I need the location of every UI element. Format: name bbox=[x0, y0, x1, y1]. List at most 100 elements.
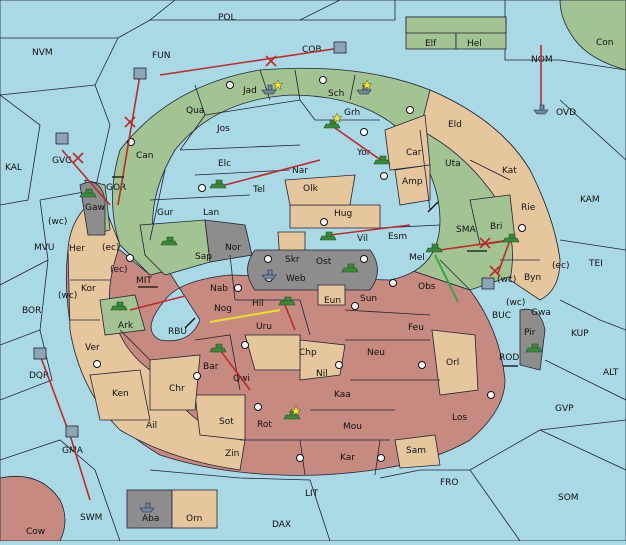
supply-center bbox=[126, 254, 134, 262]
supply-center bbox=[418, 361, 426, 369]
land-label: Gaw bbox=[85, 203, 105, 213]
land-label: Kar bbox=[340, 453, 355, 463]
land-label: Nar bbox=[292, 166, 308, 176]
fleet-icon bbox=[139, 502, 155, 513]
failed-markers bbox=[72, 55, 501, 277]
box-unit bbox=[55, 132, 69, 145]
land-label: Orl bbox=[446, 358, 459, 368]
province-cow[interactable] bbox=[0, 475, 66, 542]
sea-label: SWM bbox=[80, 513, 102, 523]
land-label: Kor bbox=[81, 284, 96, 294]
province-ken[interactable] bbox=[89, 369, 151, 421]
coast-label: (ec) bbox=[110, 265, 128, 275]
army-icon bbox=[425, 243, 443, 253]
supply-center bbox=[389, 279, 397, 287]
fleet-units[interactable] bbox=[139, 84, 549, 513]
box-units[interactable] bbox=[33, 41, 495, 438]
army-icon bbox=[209, 179, 227, 189]
province-chp[interactable] bbox=[244, 334, 301, 371]
move-arrow bbox=[39, 354, 69, 431]
province-amp[interactable] bbox=[394, 164, 431, 206]
sea-label: FUN bbox=[152, 51, 171, 61]
province-pir[interactable] bbox=[519, 308, 546, 371]
sea-label: DQR bbox=[29, 371, 49, 381]
land-label: Nog bbox=[214, 304, 232, 314]
land-label: Orn bbox=[186, 514, 202, 524]
supply-center bbox=[377, 454, 385, 462]
province-eun[interactable] bbox=[317, 284, 346, 306]
star-marker bbox=[361, 79, 373, 91]
province-sam[interactable] bbox=[394, 434, 441, 469]
army-icon bbox=[79, 188, 97, 198]
sea-label: ROD bbox=[499, 353, 519, 363]
sea-label: LIT bbox=[305, 489, 319, 499]
army-icon bbox=[278, 296, 296, 306]
land-label: Ail bbox=[146, 421, 157, 431]
land-label: Hil bbox=[252, 299, 264, 309]
land-label: Nil bbox=[316, 369, 328, 379]
sea-label: KUP bbox=[571, 329, 589, 339]
land-label: Byn bbox=[524, 273, 541, 283]
province-orn[interactable] bbox=[171, 489, 218, 529]
failed-marker bbox=[72, 152, 84, 164]
sea-label: Cow bbox=[26, 527, 45, 537]
army-icon bbox=[525, 343, 543, 353]
land-label: Kat bbox=[502, 166, 517, 176]
move-arrow bbox=[219, 349, 251, 391]
move-arrow bbox=[69, 434, 91, 501]
sea-label: OVD bbox=[556, 108, 576, 118]
land-label: Aba bbox=[142, 514, 159, 524]
sea-label: DAX bbox=[272, 520, 291, 530]
supply-center bbox=[254, 403, 262, 411]
land-label: Nab bbox=[210, 284, 228, 294]
support-arrow-yellow bbox=[209, 309, 281, 323]
province-orl[interactable] bbox=[431, 329, 479, 396]
land-label: Pir bbox=[524, 328, 536, 338]
land-label: Web bbox=[286, 274, 306, 284]
supply-center bbox=[487, 391, 495, 399]
continent-east-strip[interactable] bbox=[419, 89, 561, 301]
land-label: Sam bbox=[406, 446, 426, 456]
move-arrow bbox=[284, 304, 296, 331]
land-label: Tel bbox=[252, 185, 265, 195]
land-label: Amp bbox=[402, 177, 423, 187]
box-unit bbox=[65, 425, 79, 438]
move-arrow bbox=[129, 295, 186, 311]
supply-center bbox=[406, 106, 414, 114]
province-borders bbox=[70, 69, 540, 476]
coast-label: (wc) bbox=[48, 217, 67, 227]
land-labels: Jad Sch Qua Jos Grh Eld Can Elc Car Uta … bbox=[69, 86, 551, 524]
land-label: Feu bbox=[408, 323, 424, 333]
central-black-island[interactable] bbox=[247, 249, 378, 291]
box-unit bbox=[481, 277, 495, 290]
land-label: Ken bbox=[112, 389, 129, 399]
land-label: Car bbox=[406, 148, 422, 158]
sea-label: MVU bbox=[34, 243, 55, 253]
coast-label: (wc) bbox=[506, 298, 525, 308]
fleet-icon bbox=[261, 84, 277, 95]
province-chr[interactable] bbox=[149, 354, 201, 411]
province-nor[interactable] bbox=[204, 219, 253, 263]
failed-marker bbox=[489, 265, 501, 277]
failed-marker bbox=[479, 237, 491, 249]
coast-label: (ec) bbox=[552, 261, 570, 271]
province-olk[interactable] bbox=[284, 174, 356, 206]
land-label: Kaa bbox=[334, 390, 351, 400]
coast-label: (ec) bbox=[102, 243, 120, 253]
province-con[interactable] bbox=[559, 0, 626, 71]
land-label: Sun bbox=[360, 294, 377, 304]
supply-center bbox=[193, 372, 201, 380]
land-label: Jos bbox=[216, 124, 230, 134]
province-sap[interactable] bbox=[139, 219, 211, 276]
supply-center bbox=[296, 454, 304, 462]
land-label: Bar bbox=[203, 362, 219, 372]
land-label: Los bbox=[452, 413, 467, 423]
sea-label: POL bbox=[218, 13, 236, 23]
supply-center bbox=[264, 255, 272, 263]
star-marker bbox=[272, 79, 284, 91]
star-marker bbox=[331, 112, 343, 124]
province-ark[interactable] bbox=[99, 294, 146, 336]
